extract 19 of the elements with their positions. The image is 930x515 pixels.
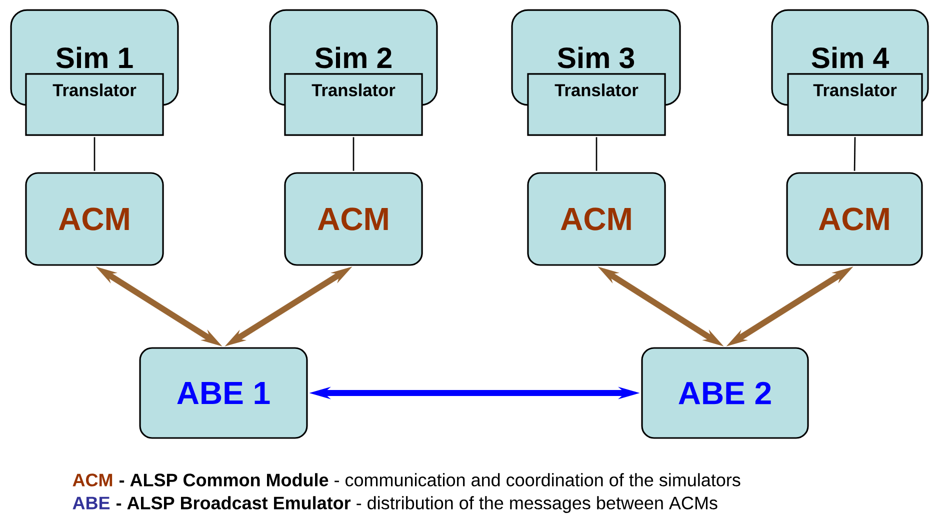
abbreviation: ACM xyxy=(72,474,112,486)
connector-line xyxy=(854,137,856,171)
translator-box: Translator xyxy=(527,73,666,136)
connector-line xyxy=(352,137,354,171)
abe-box: ABE 2 xyxy=(641,347,809,439)
translator-box: Translator xyxy=(787,73,923,136)
connector-line xyxy=(94,137,96,171)
abbreviation: ABE xyxy=(72,496,110,510)
acm-box: ACM xyxy=(527,172,666,266)
legend-text: - ALSP Common Module - communication and coordination of the simulators xyxy=(120,473,740,486)
acm-box: ACM xyxy=(786,172,923,266)
legend-text: - ALSP Broadcast Emulator - distribution of the messages between ACMs xyxy=(116,496,718,513)
acm-box: ACM xyxy=(25,172,164,266)
abe-box: ABE 1 xyxy=(139,347,308,439)
translator-box: Translator xyxy=(25,73,164,136)
connector-line xyxy=(596,137,598,171)
acm-box: ACM xyxy=(284,172,423,266)
node-label: Sim 4 xyxy=(812,46,889,68)
translator-box: Translator xyxy=(284,73,423,136)
